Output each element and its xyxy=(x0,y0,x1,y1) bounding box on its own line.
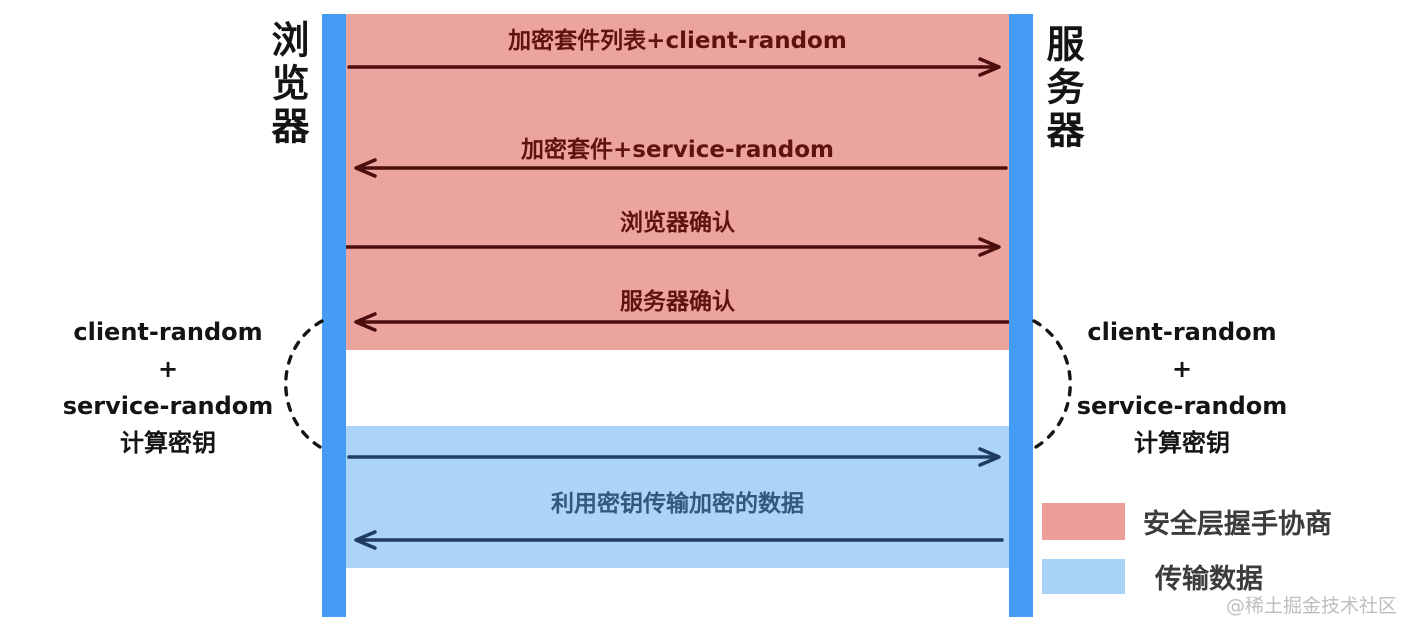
note-line-service-random: service-random xyxy=(62,392,274,420)
legend-label-handshake: 安全层握手协商 xyxy=(1143,509,1332,540)
message-4-label: 服务器确认 xyxy=(620,289,735,315)
message-4-arrow-left-icon xyxy=(354,312,1009,332)
message-1-arrow-right-icon xyxy=(347,57,1001,77)
legend-item-handshake: 安全层握手协商 xyxy=(1042,502,1332,541)
legend-item-transfer: 传输数据 xyxy=(1042,557,1263,596)
message-6-arrow-left-icon xyxy=(354,530,1004,550)
note-line-plus: + xyxy=(1171,355,1193,383)
message-2-arrow-left-icon xyxy=(354,158,1008,178)
message-3-label: 浏览器确认 xyxy=(620,210,735,236)
compute-key-arc-left-icon xyxy=(284,319,324,449)
note-line-plus: + xyxy=(157,355,179,383)
legend-swatch-transfer xyxy=(1042,559,1125,594)
note-line-service-random: service-random xyxy=(1076,392,1288,420)
handshake-phase-region xyxy=(346,14,1009,350)
browser-compute-key-note: client-random + service-random 计算密钥 xyxy=(52,314,284,462)
legend-label-transfer: 传输数据 xyxy=(1155,564,1263,595)
server-compute-key-note: client-random + service-random 计算密钥 xyxy=(1066,314,1298,462)
legend-swatch-handshake xyxy=(1042,503,1125,540)
note-line-client-random: client-random xyxy=(73,318,263,346)
browser-label: 浏览器 xyxy=(265,20,309,149)
message-6-label: 利用密钥传输加密的数据 xyxy=(551,491,804,517)
server-label: 服务器 xyxy=(1040,24,1084,153)
compute-key-arc-right-icon xyxy=(1032,319,1072,449)
message-2-label: 加密套件+service-random xyxy=(520,137,835,163)
data-transfer-phase-region xyxy=(346,426,1009,568)
note-line-compute-key: 计算密钥 xyxy=(120,429,216,457)
note-line-client-random: client-random xyxy=(1087,318,1277,346)
watermark: @稀土掘金技术社区 xyxy=(1226,595,1398,617)
message-1-label: 加密套件列表+client-random xyxy=(508,28,847,54)
message-5-arrow-right-icon xyxy=(347,447,1001,467)
note-line-compute-key: 计算密钥 xyxy=(1134,429,1230,457)
browser-lifeline xyxy=(322,14,346,617)
server-lifeline xyxy=(1009,14,1033,617)
message-3-arrow-right-icon xyxy=(346,237,1001,257)
